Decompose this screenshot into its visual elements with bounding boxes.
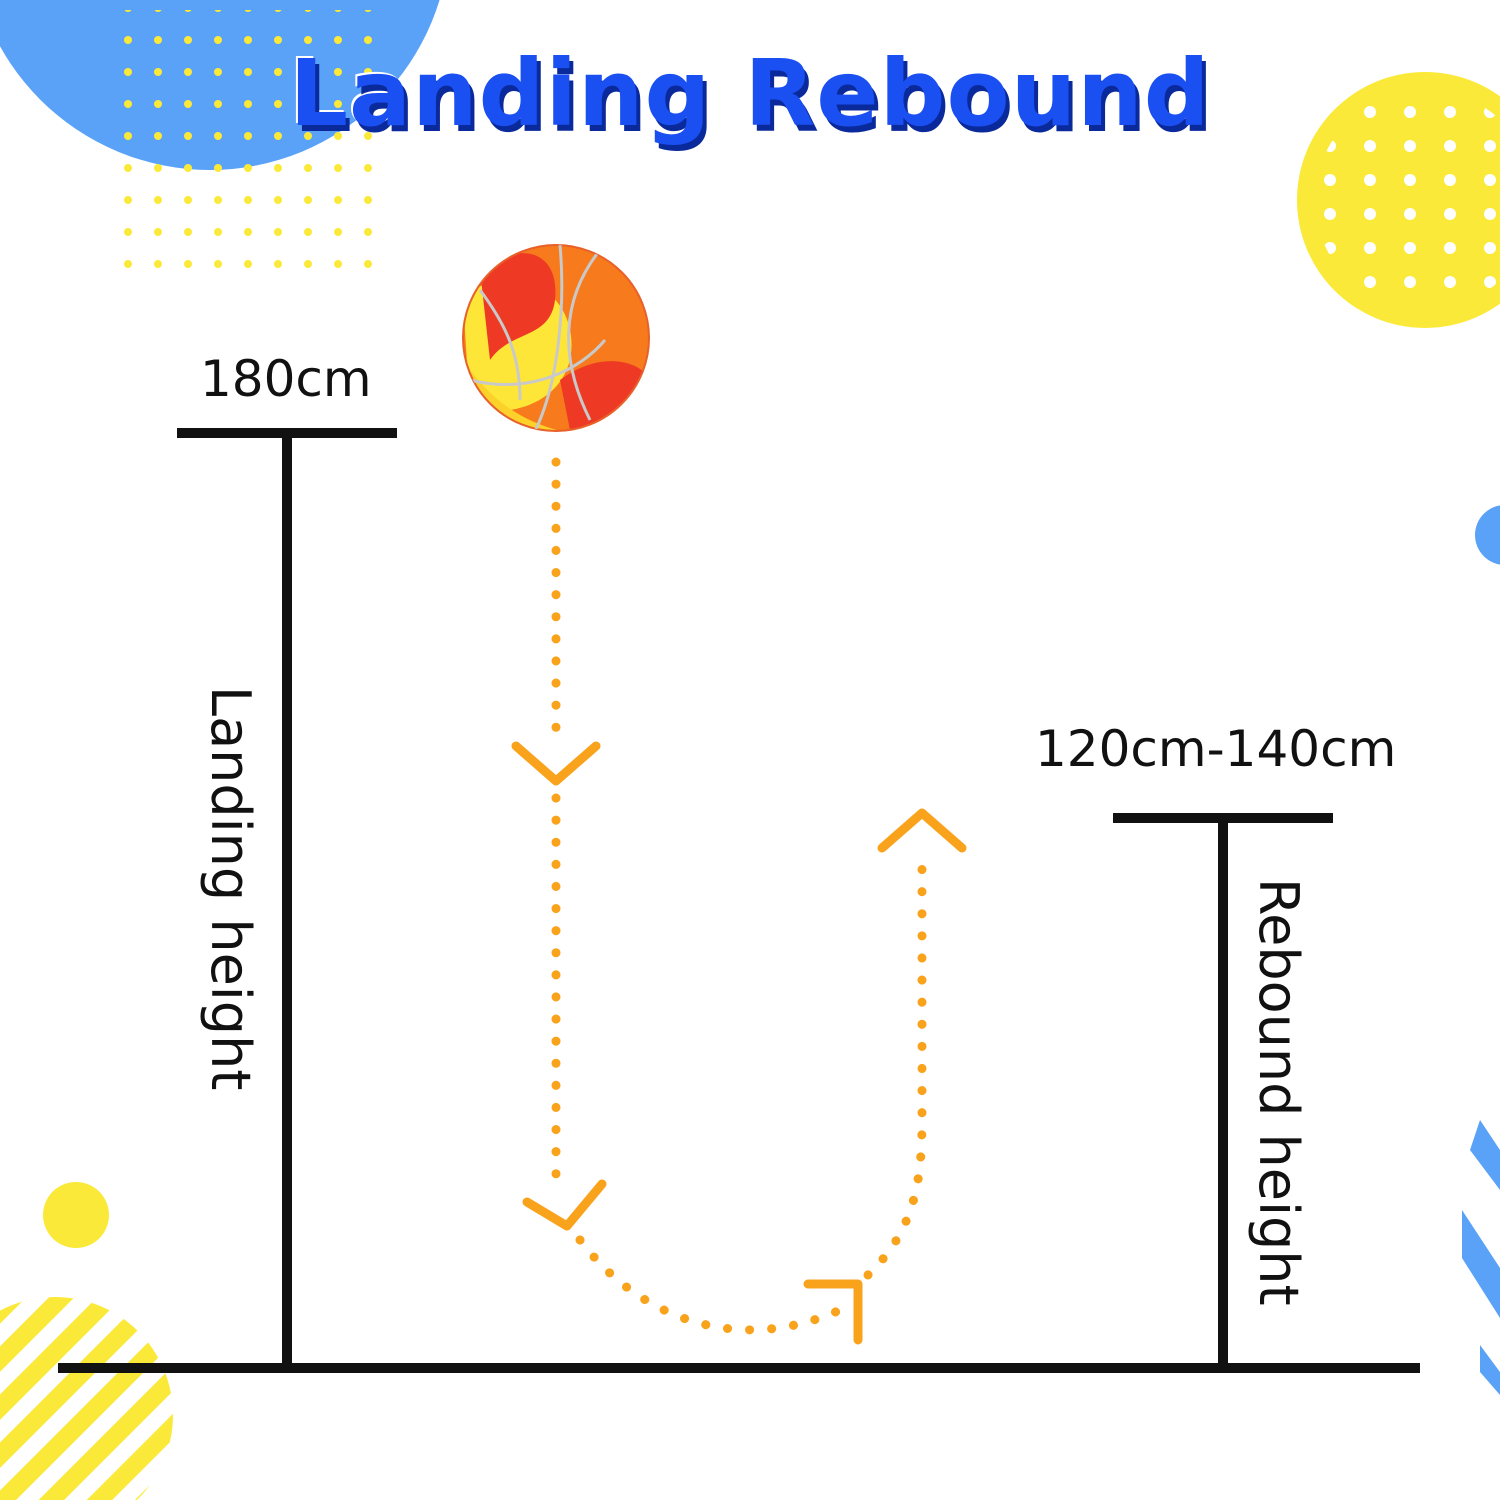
up-arrow-icon [877,808,967,853]
landing-height-marker [177,428,397,1368]
rebound-height-value: 120cm-140cm [1035,720,1397,778]
deco-striped-circle-bottomleft [0,1297,173,1500]
deco-blue-stripe-1 [1470,1120,1500,1190]
page-title: Landing Rebound [289,40,1211,147]
down-arrow-icon-bottom [522,1179,607,1231]
deco-yellow-circle-small [43,1182,109,1248]
down-arrow-icon [511,741,601,786]
basketball-icon [462,244,650,432]
bounce-curve [575,1235,845,1335]
deco-blue-stripe-2 [1462,1210,1500,1318]
rebound-height-marker [1113,813,1333,1368]
landing-height-label: Landing height [199,686,262,1091]
deco-blue-stripe-3 [1480,1345,1500,1395]
deco-white-dots-overlay [1315,90,1500,310]
deco-blue-circle-right [1475,505,1500,565]
rise-curve [863,845,927,1280]
rebound-height-label: Rebound height [1247,878,1310,1306]
deco-yellow-dots-topleft [110,10,390,280]
landing-height-value: 180cm [200,350,372,408]
ball-path [511,457,967,1345]
up-arrow-icon-corner [803,1279,863,1345]
